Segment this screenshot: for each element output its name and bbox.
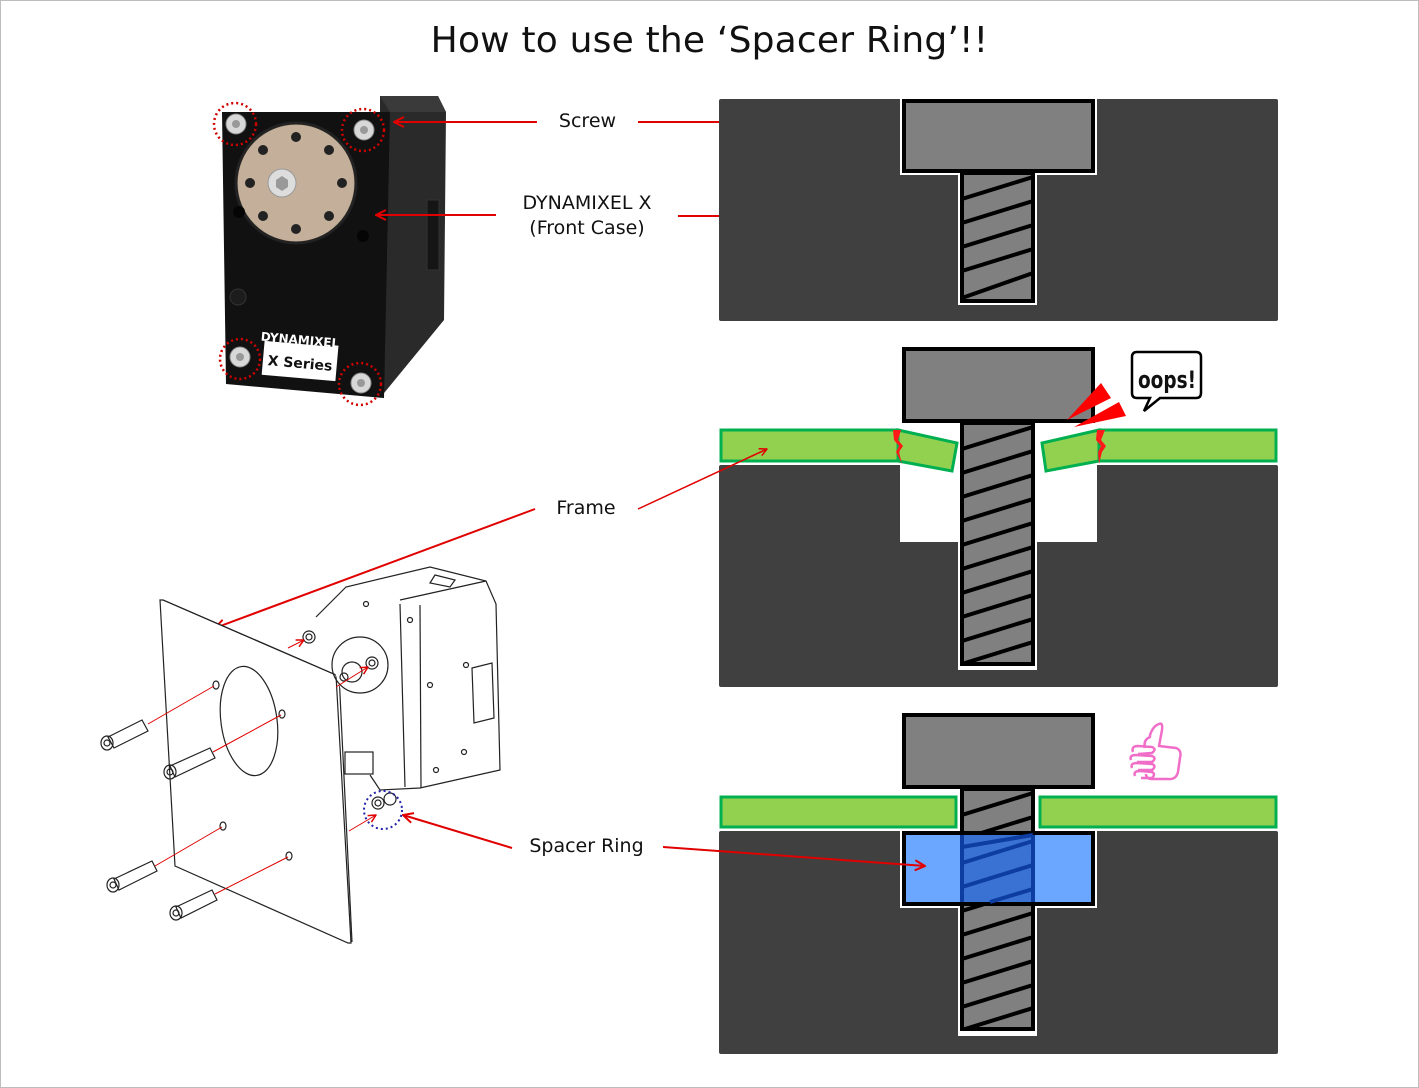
oops-text: oops! [1138, 366, 1196, 394]
bolt [106, 860, 158, 893]
label-dynamixel: DYNAMIXEL X (Front Case) [504, 191, 670, 241]
thumbs-up-icon [1129, 722, 1182, 781]
impact-mark [1074, 402, 1126, 427]
oops-speech-bubble: oops! [1130, 350, 1203, 412]
spacer-highlight-circle [363, 790, 403, 830]
spacer-ring [902, 831, 1095, 906]
spacer-arrow-left [403, 815, 513, 849]
label-frame: Frame [541, 496, 631, 521]
corner-screw [212, 101, 258, 147]
frame-plate [159, 599, 352, 944]
frame-right [1038, 795, 1278, 829]
page-title: How to use the ‘Spacer Ring’!! [430, 20, 989, 61]
brand-logo: DYNAMIXEL [260, 330, 340, 351]
frame-arrow-left [215, 508, 536, 628]
series-label: X Series [267, 353, 333, 375]
crack-icon [1096, 430, 1106, 464]
assembly-guides [147, 640, 376, 895]
panel-with-spacer [719, 713, 1278, 1054]
screw-head [902, 347, 1095, 423]
label-spacer-ring: Spacer Ring [518, 834, 655, 859]
screw-head [902, 99, 1095, 173]
frame-bent-right [1040, 428, 1101, 473]
corner-screw [337, 361, 383, 407]
bolt [100, 719, 149, 751]
corner-screw [218, 337, 262, 381]
frame-right [1097, 428, 1278, 463]
panel-without-spacer: oops! [719, 347, 1278, 687]
screw-head [902, 713, 1095, 789]
frame-arrow-right [637, 449, 767, 510]
crack-icon [893, 430, 903, 464]
frame-bent-left [896, 428, 959, 473]
dynamixel-photo: DYNAMIXEL X Series [212, 96, 446, 407]
frame-left [719, 428, 900, 463]
panel-screw-in-case [719, 99, 1278, 321]
spacer-arrow-right [662, 846, 925, 866]
label-dynamixel-line1: DYNAMIXEL X [522, 192, 652, 214]
assembly-drawing [100, 566, 501, 944]
label-screw: Screw [545, 109, 630, 134]
bolt [163, 747, 216, 780]
frame-left [719, 795, 958, 829]
bolt [169, 889, 218, 921]
corner-screw [340, 107, 386, 153]
impact-mark [1067, 383, 1111, 420]
label-dynamixel-line2: (Front Case) [529, 217, 645, 239]
